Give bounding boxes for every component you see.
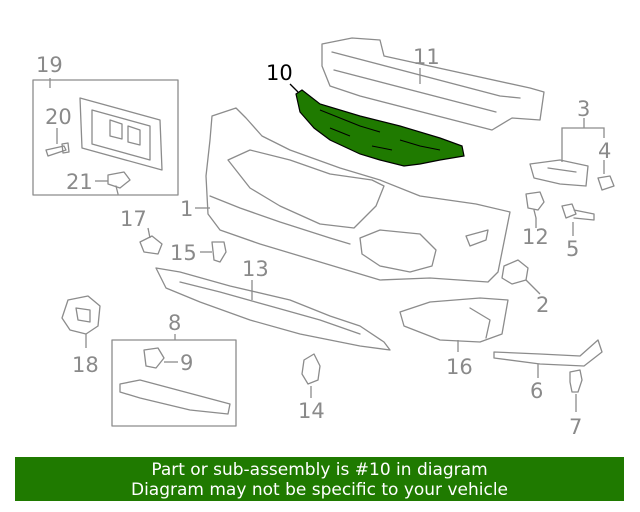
- callout-5: 5: [566, 237, 579, 261]
- part-9-clip: [143, 347, 165, 369]
- part-11-detail: [331, 51, 521, 113]
- part-14-pushpin: [301, 353, 321, 398]
- part-1-outline: [205, 107, 511, 283]
- callout-3: 3: [577, 97, 590, 121]
- callout-7: 7: [569, 415, 582, 439]
- callout-19: 19: [36, 53, 63, 77]
- part-17-shape: [139, 235, 163, 255]
- part-10-shape: [295, 89, 465, 167]
- part-info-banner: Part or sub-assembly is #10 in diagram D…: [15, 457, 624, 501]
- callout-4: 4: [598, 139, 611, 163]
- part-16-deflector: [399, 297, 509, 352]
- callout-9: 9: [180, 351, 193, 375]
- part-5-shape: [561, 203, 595, 221]
- part-8-group: [111, 334, 237, 427]
- part-13-detail: [179, 281, 361, 335]
- leader-3-bracket: [561, 127, 605, 138]
- part-2-sensor: [501, 259, 541, 295]
- part-17-clip: [139, 227, 163, 255]
- callout-17: 17: [120, 207, 147, 231]
- part-7-bolt: [569, 369, 583, 412]
- part-19-box: [32, 79, 179, 196]
- part-3-shape: [529, 159, 589, 187]
- callout-12: 12: [522, 225, 549, 249]
- part-12-shape: [525, 191, 545, 219]
- part-16-shape: [399, 297, 509, 343]
- part-1-foglamp: [359, 229, 437, 273]
- part-5-bolt: [561, 203, 595, 236]
- part-1-bumper-cover: [195, 107, 511, 283]
- part-2-shape: [501, 259, 529, 285]
- part-10-detail: [319, 109, 441, 151]
- callout-13: 13: [242, 257, 269, 281]
- part-10-highlighted-group: [289, 83, 465, 167]
- part-8-shape: [119, 379, 231, 415]
- part-6-strip: [493, 339, 603, 378]
- part-13-shield: [155, 267, 391, 351]
- part-11-impact-bar: [321, 37, 545, 131]
- leader-2: [525, 279, 541, 295]
- banner-line-2: Diagram may not be specific to your vehi…: [130, 480, 508, 500]
- part-14-shape: [301, 353, 321, 385]
- callout-18: 18: [72, 353, 99, 377]
- part-19-license-bracket-group: [32, 78, 179, 196]
- callout-2: 2: [536, 293, 549, 317]
- part-1-side-reflector: [465, 229, 489, 247]
- leader-10: [289, 83, 299, 93]
- part-11-shape: [321, 37, 545, 131]
- callout-21: 21: [66, 170, 93, 194]
- part-18-bracket: [61, 295, 101, 348]
- part-7-shape: [569, 369, 583, 393]
- callout-1: 1: [180, 197, 193, 221]
- part-15-pushpin: [200, 241, 227, 263]
- part-4-shape: [597, 175, 615, 191]
- callout-15: 15: [170, 241, 197, 265]
- part-20-screw: [45, 142, 70, 157]
- callout-14: 14: [298, 399, 325, 423]
- part-21-nut: [107, 171, 131, 195]
- callout-20: 20: [45, 105, 72, 129]
- callout-10: 10: [266, 61, 293, 85]
- part-8-box: [111, 339, 237, 427]
- part-3-4-group: [529, 118, 615, 191]
- banner-line-1: Part or sub-assembly is #10 in diagram: [151, 460, 488, 480]
- part-1-lower-line: [209, 195, 351, 245]
- part-19-bracket-shape: [79, 97, 163, 171]
- part-18-shape: [61, 295, 101, 335]
- part-6-shape: [493, 339, 603, 367]
- part-12-clip: [525, 191, 545, 228]
- part-15-shape: [211, 241, 227, 263]
- callout-11: 11: [413, 45, 440, 69]
- callout-8: 8: [168, 311, 181, 335]
- callout-6: 6: [530, 379, 543, 403]
- leader-17: [147, 227, 151, 239]
- part-1-grille: [227, 149, 385, 229]
- part-13-shape: [155, 267, 391, 351]
- callout-16: 16: [446, 355, 473, 379]
